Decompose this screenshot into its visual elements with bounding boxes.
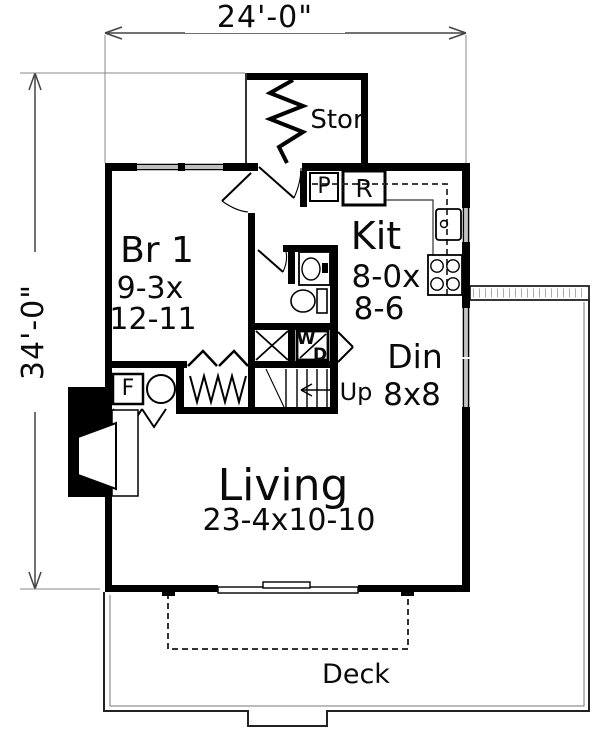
fireplace [68, 387, 139, 497]
deck [103, 285, 590, 727]
stair-break-line [265, 368, 285, 408]
bath-north-wall [283, 245, 337, 252]
bath-south-wall [248, 323, 337, 330]
broken-wall-zigzag [264, 78, 309, 164]
refrigerator-box [341, 169, 387, 207]
dimension-left [20, 72, 245, 590]
sliding-glass-door [217, 581, 359, 594]
pantry-label: P [317, 174, 331, 199]
bedroom-east-wall [248, 213, 255, 414]
closet-divider [288, 330, 295, 361]
furnace-box [111, 372, 145, 406]
living-dim-label: 23-4x10-10 [202, 503, 376, 538]
firebox [77, 421, 117, 491]
washer-dryer-box [295, 329, 330, 362]
vanity-sink [298, 251, 331, 286]
dryer-label: D [312, 345, 328, 365]
furnace-label: F [121, 376, 135, 401]
entry-kitchen-stub [300, 171, 307, 207]
storage-room [245, 73, 368, 168]
storage-label: Stor [310, 105, 364, 135]
deck-label: Deck [322, 659, 390, 690]
living-label: Living [217, 460, 349, 511]
bedroom-door [221, 172, 252, 213]
up-label: Up [339, 378, 373, 406]
window-right-dining-1 [462, 308, 470, 357]
window-right-kitchen [462, 208, 470, 242]
kitchen-sink [435, 208, 462, 241]
bedroom-closet-bifold [187, 349, 249, 367]
dim-height-label: 34'-0" [16, 252, 51, 412]
laundry-door [337, 331, 354, 363]
front-door [258, 166, 302, 199]
kitchen-dim2-label: 8-6 [353, 291, 405, 327]
bath-stub-wall [288, 252, 295, 284]
exterior-walls [105, 163, 470, 592]
kitchen-dim1-label: 8-0x [351, 259, 421, 295]
bathroom-door [257, 249, 288, 273]
stairs [265, 368, 338, 408]
closet-west-wall [176, 361, 184, 414]
dim-width-label: 24'-0" [185, 3, 345, 33]
upper-cabinet-line [312, 183, 448, 296]
bedroom-dim1-label: 9-3x [116, 271, 184, 306]
utility-fixtures [111, 329, 330, 406]
dining-label: Din [387, 337, 443, 376]
bedroom-label: Br 1 [120, 230, 194, 271]
window-top-2 [185, 163, 223, 171]
up-arrow [300, 383, 338, 397]
closet-rod-zigzag [189, 372, 247, 406]
washer-label: W [296, 329, 316, 349]
water-heater [146, 374, 176, 404]
pantry-box [309, 172, 339, 202]
bathroom-fixtures [290, 251, 331, 314]
kitchen-label: Kit [350, 214, 402, 258]
dining-dim-label: 8x8 [383, 377, 441, 413]
closet-x [255, 330, 289, 361]
window-top-1 [137, 163, 178, 171]
bedroom-south-wall [105, 361, 187, 368]
counter-edge [386, 199, 434, 256]
stairs-south-wall [176, 407, 338, 414]
stove [427, 254, 463, 296]
dimension-top [104, 26, 467, 163]
bedroom-dim2-label: 12-11 [109, 302, 197, 337]
toilet [290, 288, 328, 314]
interior-walls [105, 171, 338, 414]
stairs-north-wall [248, 361, 338, 368]
kitchen-fixtures [309, 169, 463, 296]
fridge-label: R [355, 174, 373, 203]
window-right-dining-2 [462, 359, 470, 407]
windows [137, 163, 470, 594]
washer-dryer-divider [299, 333, 327, 359]
